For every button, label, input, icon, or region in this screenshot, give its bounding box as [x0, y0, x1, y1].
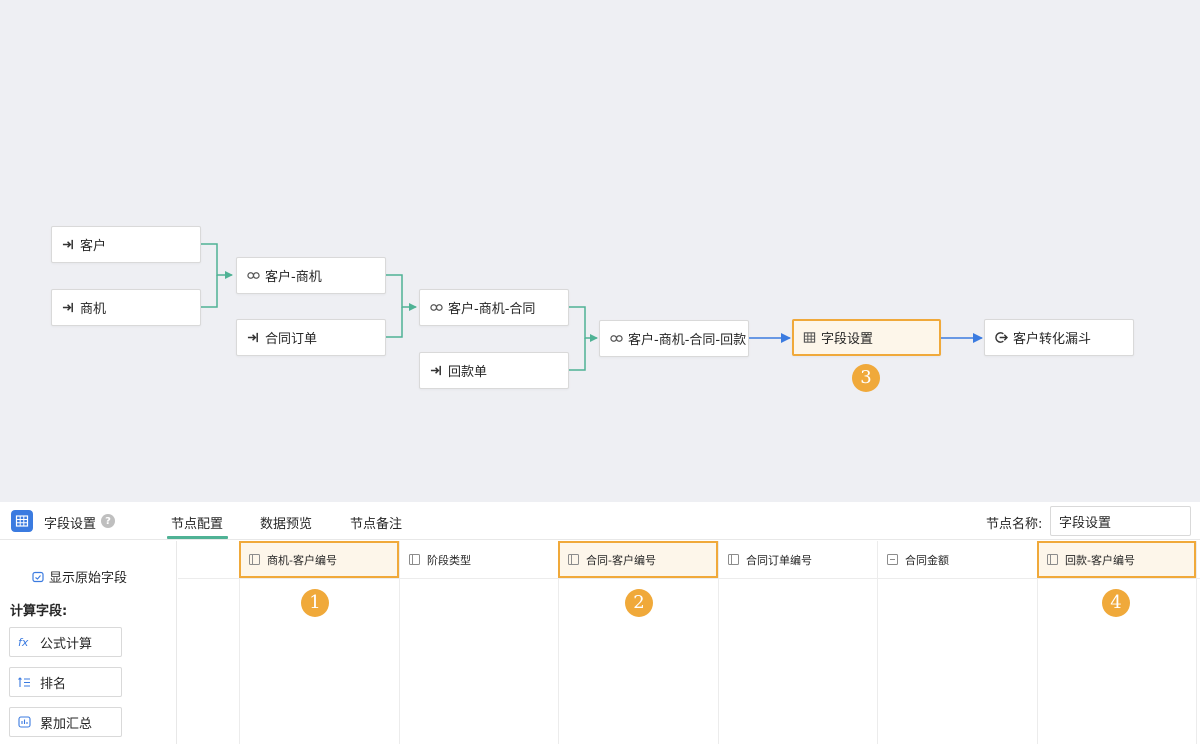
flow-connections — [201, 243, 983, 371]
output-icon — [994, 331, 1008, 345]
field-grid: 商机-客户编号 阶段类型 合同-客户编号 合同订单编号 合同金额 回款-客户编号… — [178, 541, 1200, 744]
help-icon[interactable]: ? — [101, 514, 115, 528]
node-customer[interactable]: 客户 — [51, 226, 201, 263]
node-label: 客户-商机-合同-回款 — [628, 333, 747, 348]
node-label: 客户-商机 — [265, 270, 322, 285]
node-contract-order[interactable]: 合同订单 — [236, 319, 386, 356]
text-field-icon — [568, 554, 579, 565]
eye-icon — [32, 571, 44, 582]
tab-node-notes[interactable]: 节点备注 — [350, 517, 403, 532]
enter-icon — [246, 331, 260, 345]
grid-col-divider — [718, 541, 719, 744]
show-original-fields-label: 显示原始字段 — [49, 571, 128, 586]
tab-data-preview[interactable]: 数据预览 — [260, 517, 313, 532]
cumulative-sum-button[interactable]: 累加汇总 — [9, 707, 122, 737]
grid-col-divider — [1037, 541, 1038, 744]
grid-col-divider — [399, 541, 400, 744]
grid-col-divider — [558, 541, 559, 744]
node-label: 合同订单 — [265, 332, 318, 347]
node-label: 字段设置 — [821, 332, 874, 347]
tab-node-config[interactable]: 节点配置 — [171, 517, 224, 532]
node-customer-opportunity[interactable]: 客户-商机 — [236, 257, 386, 294]
rank-button[interactable]: 排名 — [9, 667, 122, 697]
node-label: 客户-商机-合同 — [448, 302, 536, 317]
column-label: 合同-客户编号 — [586, 553, 656, 567]
node-label: 商机 — [80, 302, 107, 317]
active-tab-indicator — [167, 536, 228, 539]
column-header-contract-amount[interactable]: 合同金额 — [877, 541, 1037, 578]
number-field-icon — [887, 554, 898, 565]
step-badge-3: 3 — [852, 364, 880, 392]
table-icon — [802, 331, 816, 345]
rank-label: 排名 — [40, 676, 67, 692]
step-badge-2: 2 — [625, 589, 653, 617]
sum-icon — [18, 716, 32, 728]
field-sidebar: 显示原始字段 计算字段: fx 公式计算 排名 累加汇总 — [0, 541, 177, 744]
panel-header: 字段设置 ? 节点配置 数据预览 节点备注 节点名称: — [0, 502, 1200, 540]
grid-col-divider — [239, 541, 240, 744]
column-label: 合同订单编号 — [746, 553, 812, 567]
column-label: 商机-客户编号 — [267, 553, 337, 567]
node-field-settings[interactable]: 字段设置 — [792, 319, 941, 356]
panel-title: 字段设置 — [44, 517, 97, 532]
node-name-input[interactable] — [1050, 506, 1191, 536]
text-field-icon — [1047, 554, 1058, 565]
fx-icon: fx — [18, 635, 29, 649]
step-badge-4: 4 — [1102, 589, 1130, 617]
link-join2-to-join3 — [569, 306, 598, 342]
grid-header-divider — [178, 578, 1200, 579]
cumulative-sum-label: 累加汇总 — [40, 716, 93, 732]
link-payment-to-join3 — [569, 338, 586, 371]
enter-icon — [429, 364, 443, 378]
node-customer-opportunity-contract-payment[interactable]: 客户-商机-合同-回款 — [599, 320, 749, 357]
link-icon — [246, 269, 260, 283]
link-customer-to-join1 — [201, 243, 233, 279]
node-label: 客户转化漏斗 — [1013, 332, 1092, 347]
show-original-fields-toggle[interactable]: 显示原始字段 — [32, 567, 127, 586]
node-label: 回款单 — [448, 365, 488, 380]
link-icon — [609, 332, 623, 346]
formula-button[interactable]: fx 公式计算 — [9, 627, 122, 657]
column-label: 合同金额 — [905, 553, 949, 567]
column-header-contract-order-id[interactable]: 合同订单编号 — [718, 541, 877, 578]
column-header-stage-type[interactable]: 阶段类型 — [399, 541, 558, 578]
grid-col-divider — [1196, 541, 1197, 744]
calc-fields-title: 计算字段: — [10, 604, 68, 619]
node-conversion-funnel[interactable]: 客户转化漏斗 — [984, 319, 1134, 356]
formula-label: 公式计算 — [40, 636, 93, 652]
column-header-contract-customer-id[interactable]: 合同-客户编号 — [558, 541, 718, 578]
column-header-payment-customer-id[interactable]: 回款-客户编号 — [1037, 541, 1196, 578]
link-contract-to-join2 — [386, 307, 403, 338]
link-opportunity-to-join1 — [201, 275, 218, 308]
rank-icon — [18, 676, 32, 688]
enter-icon — [61, 238, 75, 252]
enter-icon — [61, 301, 75, 315]
table-icon — [11, 510, 33, 532]
node-label: 客户 — [80, 239, 107, 254]
node-name-label: 节点名称: — [986, 517, 1043, 532]
step-badge-1: 1 — [301, 589, 329, 617]
node-config-panel: 字段设置 ? 节点配置 数据预览 节点备注 节点名称: 显示原始字段 计算字段:… — [0, 502, 1200, 744]
link-icon — [429, 301, 443, 315]
column-header-opportunity-customer-id[interactable]: 商机-客户编号 — [239, 541, 399, 578]
column-label: 阶段类型 — [427, 553, 471, 567]
link-join1-to-join2 — [386, 274, 417, 311]
node-payment-slip[interactable]: 回款单 — [419, 352, 569, 389]
text-field-icon — [409, 554, 420, 565]
text-field-icon — [249, 554, 260, 565]
column-label: 回款-客户编号 — [1065, 553, 1135, 567]
flow-canvas[interactable]: 客户 商机 客户-商机 合同订单 客户-商机-合同 回款单 客户-商机-合同-回… — [0, 0, 1200, 502]
grid-col-divider — [877, 541, 878, 744]
node-customer-opportunity-contract[interactable]: 客户-商机-合同 — [419, 289, 569, 326]
text-field-icon — [728, 554, 739, 565]
node-opportunity[interactable]: 商机 — [51, 289, 201, 326]
